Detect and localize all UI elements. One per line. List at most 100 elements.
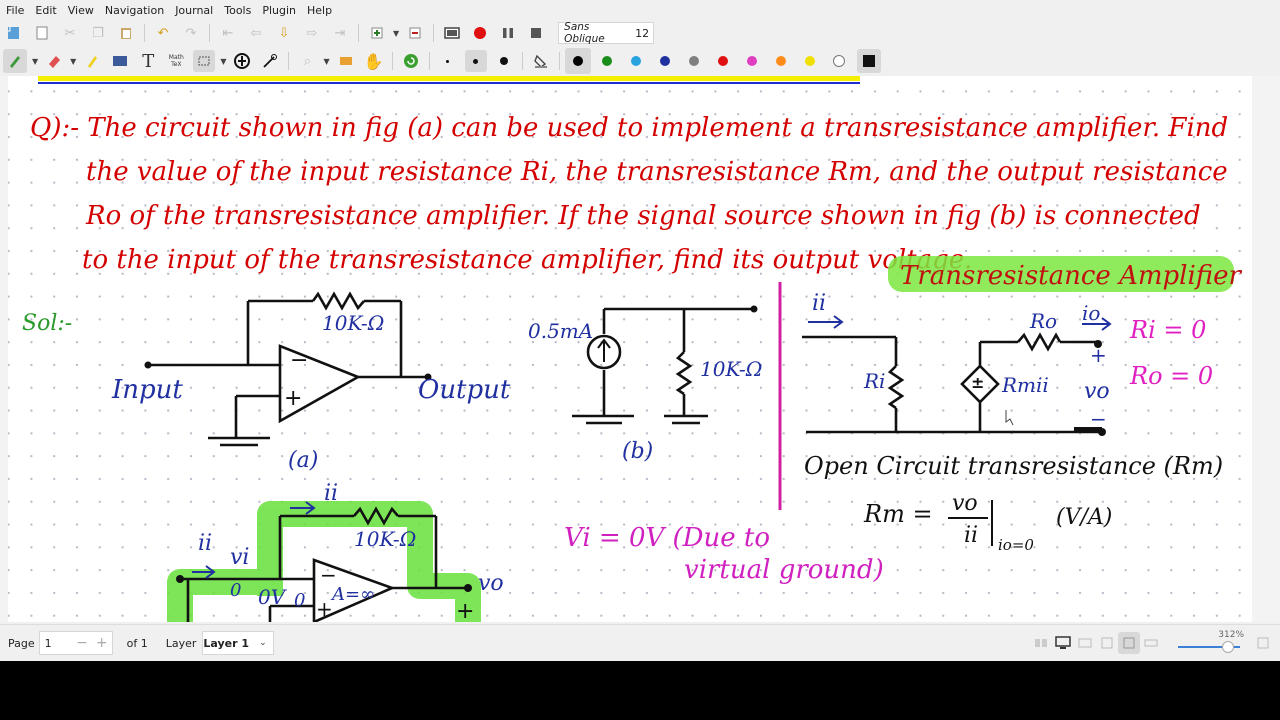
fill-icon[interactable]: [530, 50, 552, 72]
text-tool-icon[interactable]: T: [142, 50, 155, 72]
fullscreen-icon[interactable]: [1252, 632, 1274, 654]
model-plus: +: [1090, 343, 1107, 367]
question-line-3: Ro of the transresistance amplifier. If …: [85, 201, 1201, 231]
paste-icon[interactable]: [115, 22, 137, 44]
color-swatch[interactable]: [768, 48, 794, 74]
chevron-down-icon[interactable]: ▼: [323, 56, 330, 66]
insert-page-icon[interactable]: [366, 22, 388, 44]
color-dot-icon: [776, 56, 787, 66]
chevron-down-icon[interactable]: ▼: [220, 56, 227, 66]
color-swatch[interactable]: [681, 48, 707, 74]
color-dot-icon: [805, 56, 816, 66]
color-swatch[interactable]: [623, 48, 649, 74]
color-swatch[interactable]: [565, 48, 592, 74]
delete-page-icon[interactable]: [404, 22, 426, 44]
layer-selector[interactable]: Layer 1 ⌄: [202, 631, 274, 655]
next-page-icon[interactable]: ⇨: [306, 25, 318, 41]
lower-vo-plus: +: [456, 599, 474, 622]
thickness-thick-icon[interactable]: [493, 50, 515, 72]
page-spinner[interactable]: 1 − +: [38, 631, 113, 655]
color-swatch[interactable]: [594, 48, 620, 74]
thickness-medium-icon[interactable]: [464, 50, 487, 72]
presentation-icon[interactable]: [441, 22, 463, 44]
color-swatch[interactable]: [710, 48, 736, 74]
pen-icon[interactable]: [3, 49, 27, 73]
rm-lhs: Rm =: [863, 500, 933, 528]
new-document-icon[interactable]: [31, 22, 53, 44]
lower-ii: ii: [324, 481, 338, 506]
zoom-knob[interactable]: [1222, 641, 1234, 653]
note-canvas[interactable]: Q):- The circuit shown in fig (a) can be…: [8, 76, 1252, 622]
lower-circuit: [180, 506, 468, 622]
select-rect-icon[interactable]: [193, 50, 216, 72]
menu-file[interactable]: File: [6, 3, 25, 17]
fig-a-caption: (a): [288, 448, 318, 473]
color-swatch[interactable]: [652, 48, 678, 74]
stop-icon[interactable]: [525, 22, 547, 44]
zoom-width-icon[interactable]: [1118, 632, 1140, 654]
handwriting-layer: Q):- The circuit shown in fig (a) can be…: [22, 76, 1243, 622]
monitor-icon[interactable]: [1052, 632, 1074, 654]
prev-page-icon[interactable]: ⇦: [250, 25, 262, 41]
copy-icon[interactable]: ❐: [92, 25, 104, 41]
menu-edit[interactable]: Edit: [35, 3, 57, 17]
undo-icon[interactable]: ↶: [157, 25, 169, 41]
new-page-icon[interactable]: [3, 22, 25, 44]
fig-a-resistor: 10K-Ω: [322, 311, 384, 335]
menu-navigation[interactable]: Navigation: [104, 3, 165, 17]
zoom-track[interactable]: [1178, 646, 1240, 648]
goto-page-icon[interactable]: ⇩: [278, 25, 290, 41]
color-dot-icon: [573, 56, 584, 66]
page-layout-icon[interactable]: [1030, 632, 1052, 654]
current-color-icon[interactable]: [856, 49, 881, 73]
menu-plugin[interactable]: Plugin: [262, 3, 297, 17]
question-line-1: Q):- The circuit shown in fig (a) can be…: [30, 113, 1228, 143]
menu-journal[interactable]: Journal: [175, 3, 214, 17]
hand-icon[interactable]: ✋: [363, 51, 384, 71]
fig-b-caption: (b): [622, 439, 653, 464]
chevron-down-icon[interactable]: ▼: [70, 56, 77, 66]
page-value: 1: [44, 636, 52, 650]
eraser-icon[interactable]: [43, 50, 65, 72]
menu-tools[interactable]: Tools: [224, 3, 252, 17]
pause-icon[interactable]: [497, 22, 519, 44]
cut-icon[interactable]: ✂: [64, 25, 76, 41]
play-object-icon[interactable]: [335, 50, 357, 72]
record-icon[interactable]: [469, 22, 491, 44]
color-swatch[interactable]: [739, 48, 765, 74]
figure-b-circuit: [572, 307, 754, 425]
font-selector[interactable]: Sans Oblique 12: [558, 21, 655, 45]
zoom-fit-icon[interactable]: [1074, 632, 1096, 654]
scrollbar[interactable]: [1252, 76, 1280, 622]
thickness-fine-icon[interactable]: [437, 50, 459, 72]
zoom-out-icon[interactable]: [1096, 632, 1118, 654]
chevron-down-icon[interactable]: ▼: [393, 28, 400, 38]
color-swatch[interactable]: [826, 48, 852, 74]
chevron-down-icon[interactable]: ▼: [32, 56, 39, 66]
menu-view[interactable]: View: [67, 3, 94, 17]
refresh-icon[interactable]: [400, 50, 422, 72]
last-page-icon[interactable]: ⇥: [334, 25, 346, 41]
lasso-icon[interactable]: ⌕: [303, 53, 312, 69]
image-icon[interactable]: [109, 50, 131, 72]
color-swatch[interactable]: [797, 48, 823, 74]
highlight-strip: [38, 76, 860, 81]
model-ro: Ro: [1029, 309, 1057, 333]
first-page-icon[interactable]: ⇤: [222, 25, 234, 41]
page-increment-icon[interactable]: +: [95, 635, 108, 651]
page-decrement-icon[interactable]: −: [76, 635, 88, 651]
menu-help[interactable]: Help: [307, 3, 333, 17]
highlighter-icon[interactable]: [81, 50, 103, 72]
opamp-plus: +: [284, 386, 302, 411]
redo-icon[interactable]: ↷: [185, 25, 197, 41]
fig-b-resistor: 10K-Ω: [700, 357, 762, 381]
latex-icon[interactable]: Math TeX: [168, 54, 184, 68]
zoom-slider[interactable]: 312%: [1162, 628, 1252, 658]
snap-icon[interactable]: [259, 50, 281, 72]
layer-value: Layer 1: [203, 636, 250, 650]
figure-a-circuit: [148, 291, 428, 447]
zoom-page-icon[interactable]: [1140, 632, 1162, 654]
output-node: [424, 373, 432, 381]
vertical-space-icon[interactable]: [231, 50, 253, 72]
ro-equation: Ro = 0: [1129, 362, 1213, 390]
